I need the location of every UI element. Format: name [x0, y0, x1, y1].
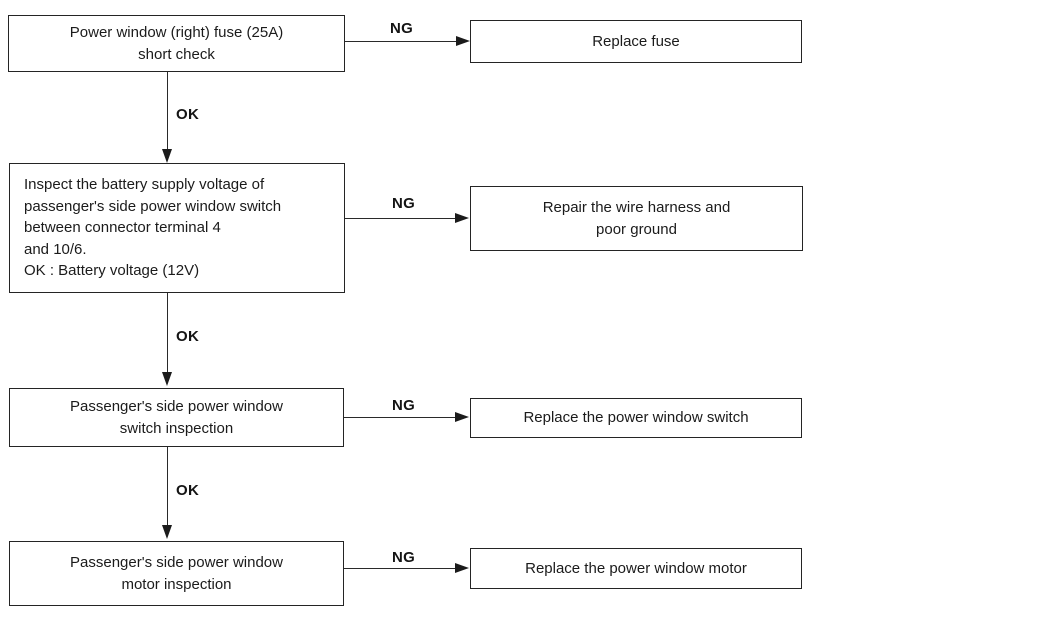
arrow-right-icon: [455, 412, 469, 422]
ng-label: NG: [392, 195, 416, 212]
action-box-repair-wire-harness: Repair the wire harness and poor ground: [470, 186, 803, 251]
ng-label: NG: [390, 20, 414, 37]
ok-label: OK: [176, 482, 200, 499]
ok-connector-line: [167, 72, 168, 149]
arrow-down-icon: [162, 525, 172, 539]
ng-label: NG: [392, 549, 416, 566]
step-box-switch-inspection: Passenger's side power window switch ins…: [9, 388, 344, 447]
step-box-motor-inspection: Passenger's side power window motor insp…: [9, 541, 344, 606]
action-box-replace-window-switch: Replace the power window switch: [470, 398, 802, 438]
ok-label: OK: [176, 328, 200, 345]
arrow-right-icon: [455, 213, 469, 223]
ok-connector-line: [167, 293, 168, 372]
action-box-replace-window-motor: Replace the power window motor: [470, 548, 802, 589]
arrow-down-icon: [162, 372, 172, 386]
step-box-fuse-short-check: Power window (right) fuse (25A) short ch…: [8, 15, 345, 72]
ok-label: OK: [176, 106, 200, 123]
ng-connector-line: [344, 417, 456, 418]
ng-connector-line: [345, 41, 457, 42]
arrow-right-icon: [455, 563, 469, 573]
arrow-right-icon: [456, 36, 470, 46]
ng-connector-line: [344, 568, 456, 569]
arrow-down-icon: [162, 149, 172, 163]
ng-connector-line: [345, 218, 456, 219]
ng-label: NG: [392, 397, 416, 414]
step-box-battery-voltage-inspection: Inspect the battery supply voltage of pa…: [9, 163, 345, 293]
ok-connector-line: [167, 447, 168, 525]
action-box-replace-fuse: Replace fuse: [470, 20, 802, 63]
